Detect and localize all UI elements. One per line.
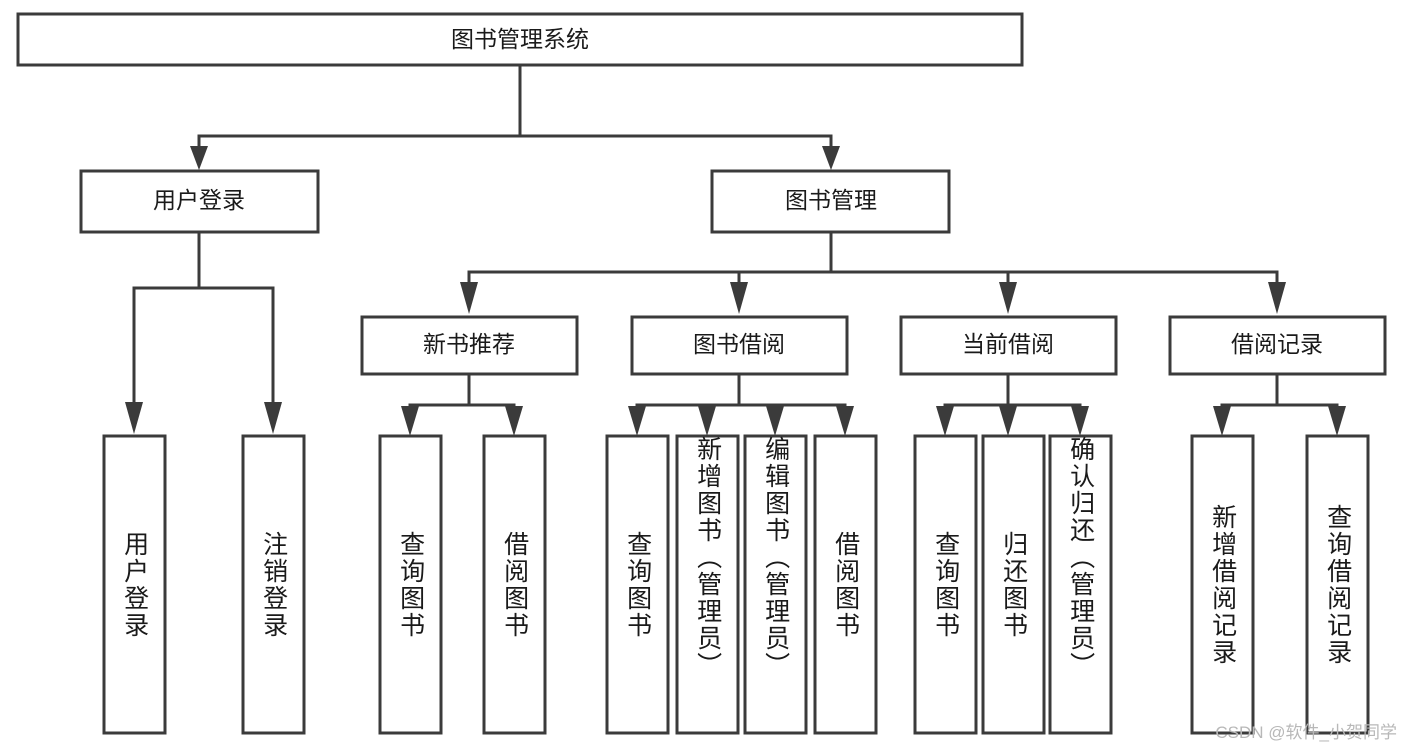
leaf-box-user-login-logout[interactable]: [241, 434, 306, 735]
leaf-box-bookborrow-borrow[interactable]: [813, 434, 878, 735]
node-borrow-record[interactable]: 借阅记录: [1168, 315, 1387, 376]
arrow-icon: [1268, 282, 1286, 314]
leaf-box-newbook-borrow[interactable]: [482, 434, 547, 735]
leaf-box-currentborrow-return[interactable]: [981, 434, 1046, 735]
leaf-group-borrow-record: [1190, 434, 1370, 735]
node-new-book-recommend-box[interactable]: [360, 315, 579, 376]
connector-userlogin-to-leaves: [125, 230, 282, 434]
leaf-group-book-borrow: [605, 434, 878, 735]
leaf-group-new-book-recommend: [378, 434, 547, 735]
leaf-box-bookborrow-edit[interactable]: [743, 434, 808, 735]
leaf-box-borrowrecord-query[interactable]: [1305, 434, 1370, 735]
leaf-box-currentborrow-confirm[interactable]: [1048, 434, 1113, 735]
node-book-borrow-box[interactable]: [630, 315, 849, 376]
leaf-group-current-borrow: [913, 434, 1113, 735]
node-root-box[interactable]: [16, 12, 1024, 67]
node-book-management-box[interactable]: [710, 169, 951, 234]
node-borrow-record-label: 借阅记录: [1231, 331, 1323, 357]
arrow-icon: [999, 406, 1017, 436]
leaf-box-bookborrow-query[interactable]: [605, 434, 670, 735]
arrow-icon: [190, 146, 208, 170]
node-book-borrow[interactable]: 图书借阅: [630, 315, 849, 376]
leaf-box-bookborrow-add[interactable]: [675, 434, 740, 735]
connector-borrowrecord-to-leaves: [1213, 372, 1346, 436]
arrow-icon: [505, 406, 523, 436]
node-current-borrow-label: 当前借阅: [962, 331, 1054, 357]
connector-bookmgmt-to-level3: [460, 230, 1286, 314]
arrow-icon: [628, 406, 646, 436]
arrow-icon: [264, 402, 282, 434]
node-current-borrow[interactable]: 当前借阅: [899, 315, 1118, 376]
node-root[interactable]: 图书管理系统: [16, 12, 1024, 67]
node-current-borrow-box[interactable]: [899, 315, 1118, 376]
node-user-login-label: 用户登录: [153, 187, 245, 213]
arrow-icon: [999, 282, 1017, 314]
leaf-box-borrowrecord-add[interactable]: [1190, 434, 1255, 735]
node-user-login-box[interactable]: [79, 169, 320, 234]
arrow-icon: [125, 402, 143, 434]
arrow-icon: [836, 406, 854, 436]
node-book-management-label: 图书管理: [785, 187, 877, 213]
arrow-icon: [730, 282, 748, 314]
arrow-icon: [822, 146, 840, 170]
node-book-borrow-label: 图书借阅: [693, 331, 785, 357]
arrow-icon: [766, 406, 784, 436]
node-new-book-recommend-label: 新书推荐: [423, 331, 515, 357]
leaf-group-user-login: [102, 434, 306, 735]
arrow-icon: [401, 406, 419, 436]
connector-newbook-to-leaves: [401, 372, 523, 436]
leaf-box-newbook-query[interactable]: [378, 434, 443, 735]
node-root-label: 图书管理系统: [451, 26, 589, 52]
connector-root-to-level2: [190, 63, 840, 170]
node-book-management[interactable]: 图书管理: [710, 169, 951, 234]
node-new-book-recommend[interactable]: 新书推荐: [360, 315, 579, 376]
arrow-icon: [1071, 406, 1089, 436]
connector-currentborrow-to-leaves: [936, 372, 1089, 436]
arrow-icon: [698, 406, 716, 436]
connector-bookborrow-to-leaves: [628, 372, 854, 436]
arrow-icon: [460, 282, 478, 314]
leaf-box-currentborrow-query[interactable]: [913, 434, 978, 735]
arrow-icon: [1213, 406, 1231, 436]
node-user-login[interactable]: 用户登录: [79, 169, 320, 234]
arrow-icon: [1328, 406, 1346, 436]
arrow-icon: [936, 406, 954, 436]
leaf-box-user-login-login[interactable]: [102, 434, 167, 735]
node-borrow-record-box[interactable]: [1168, 315, 1387, 376]
